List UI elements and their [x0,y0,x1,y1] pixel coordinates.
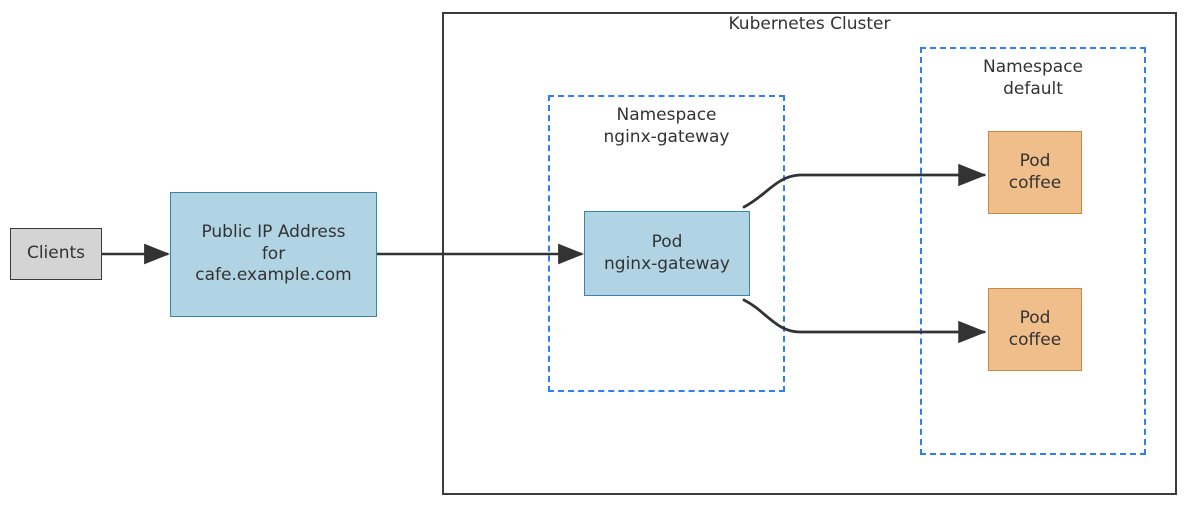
namespace-default-container [920,47,1146,455]
node-pod-coffee-top[interactable]: Pod coffee [988,131,1082,214]
node-public-ip-address[interactable]: Public IP Address for cafe.example.com [170,192,377,317]
namespace-nginx-gateway-container [548,95,785,392]
kubernetes-cluster-label: Kubernetes Cluster [728,14,891,34]
namespace-default-label: Namespace default [982,57,1084,100]
node-pod-nginx-gateway[interactable]: Pod nginx-gateway [584,211,750,296]
node-pod-coffee-bottom[interactable]: Pod coffee [988,288,1082,371]
node-clients[interactable]: Clients [10,228,102,280]
namespace-nginx-gateway-label: Namespace nginx-gateway [603,105,730,148]
